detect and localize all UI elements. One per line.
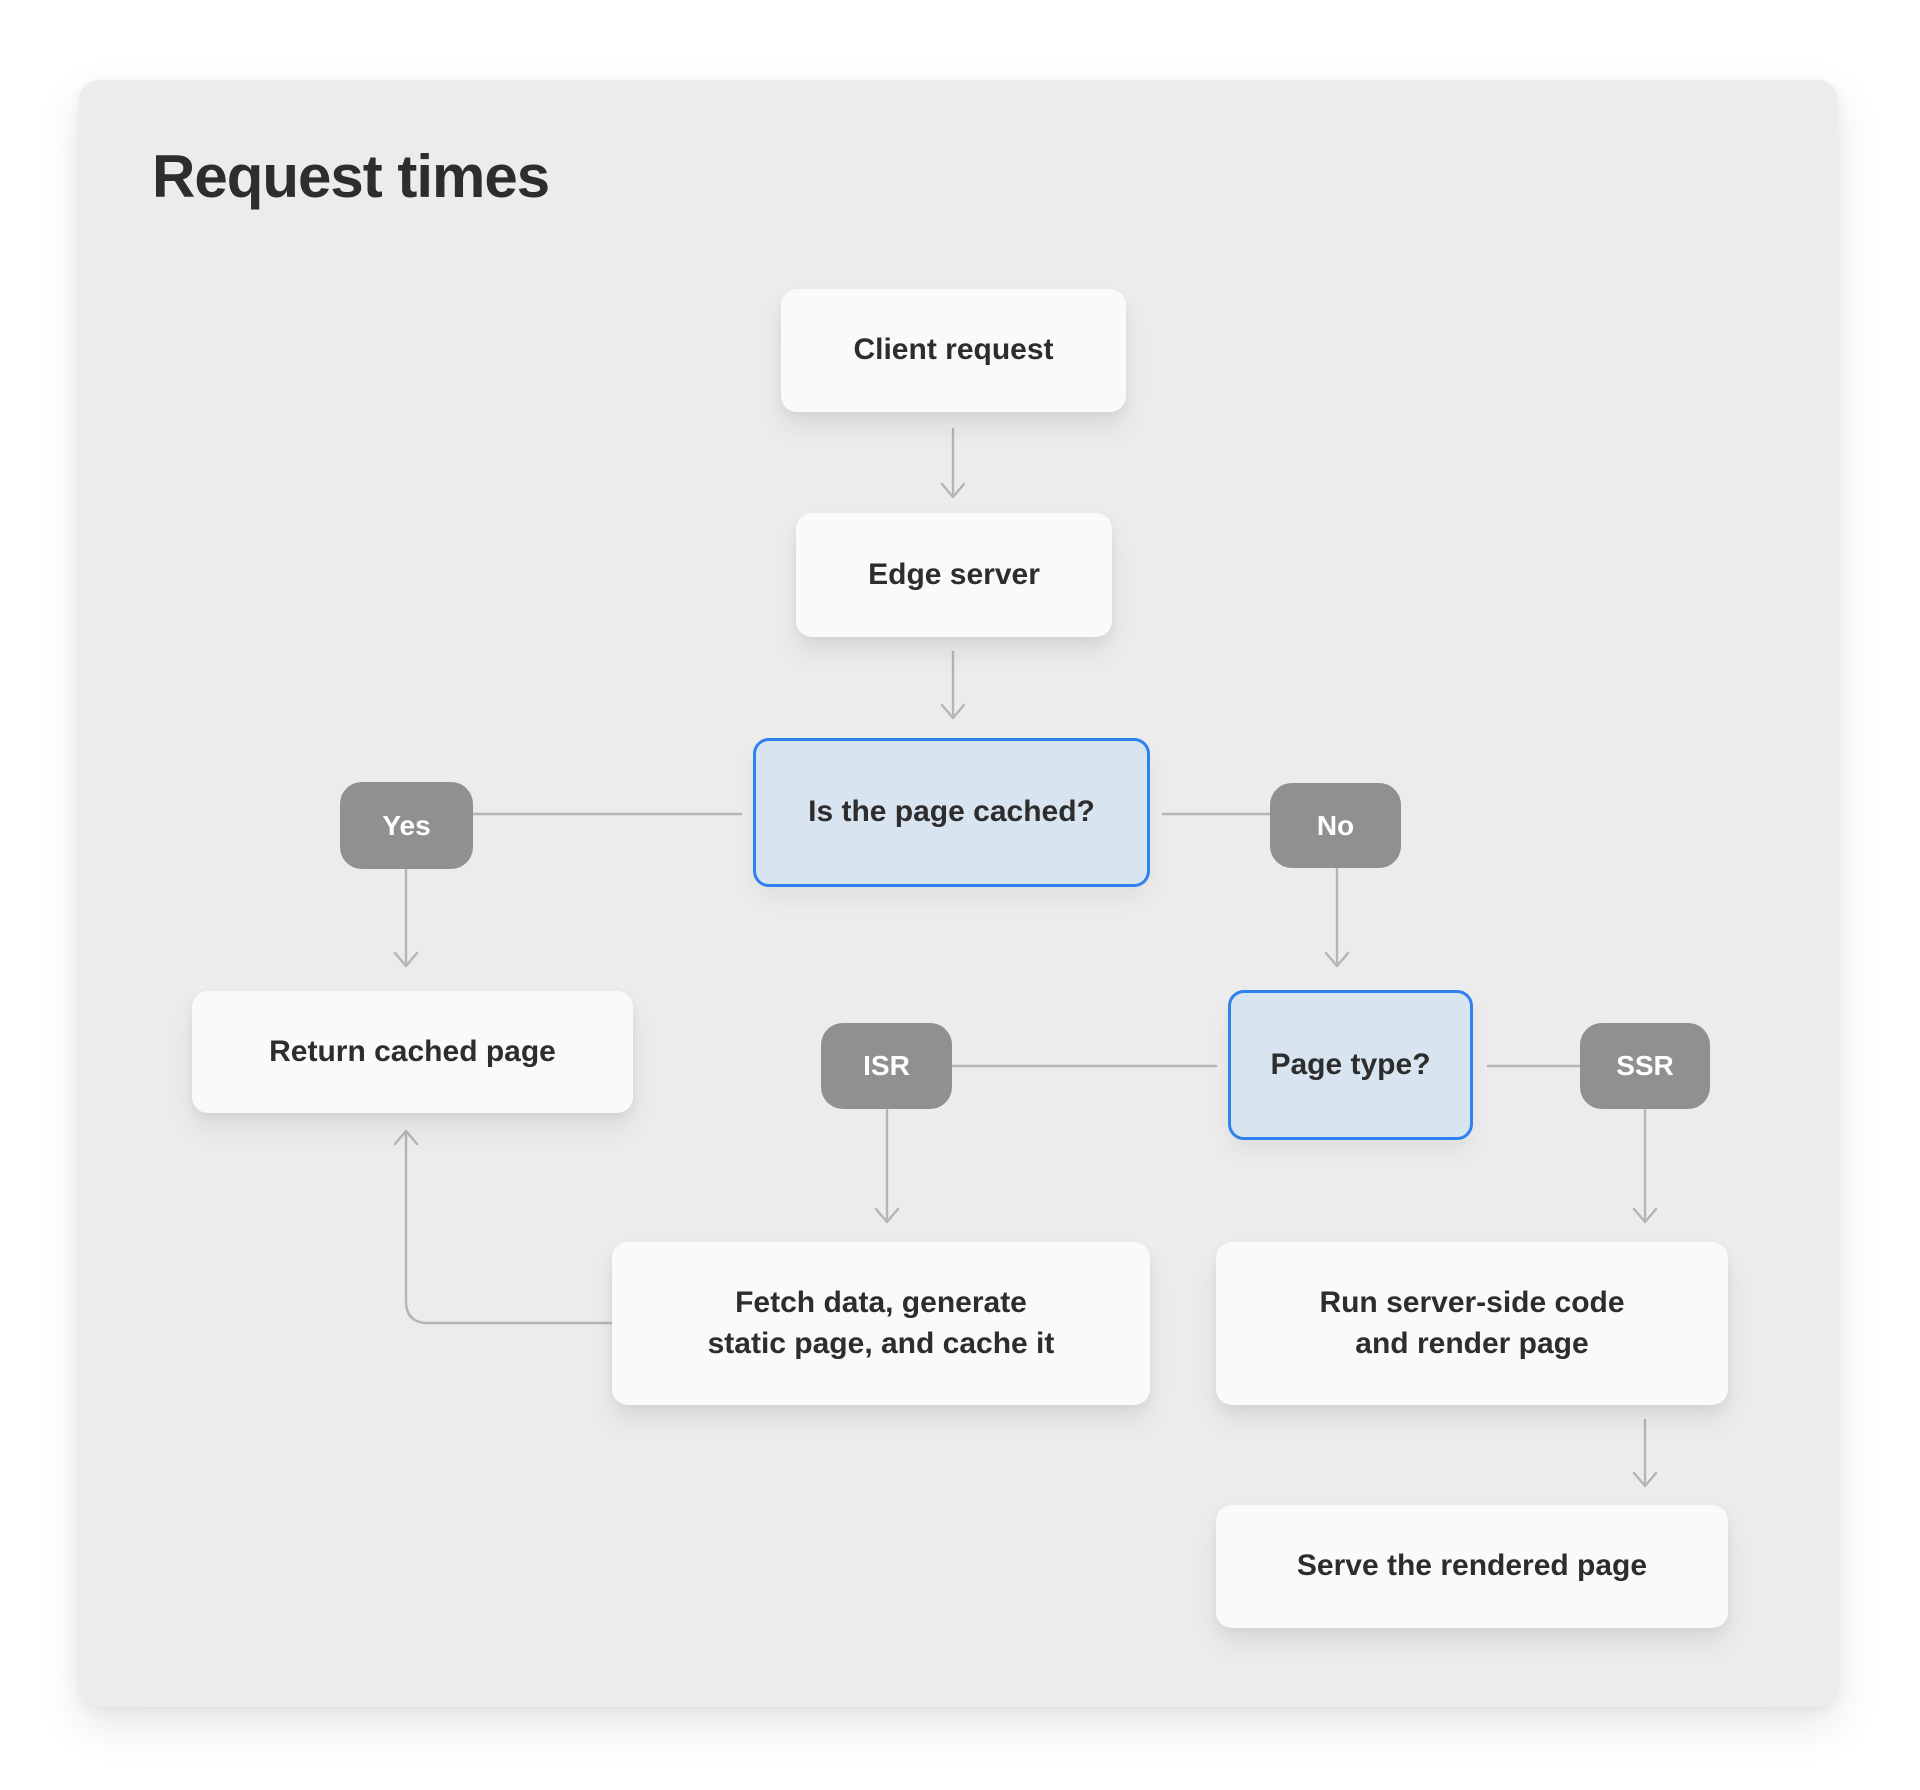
branch-label-no: No xyxy=(1270,783,1401,868)
node-return-cached-page-label: Return cached page xyxy=(269,1034,556,1068)
branch-label-ssr: SSR xyxy=(1580,1023,1710,1109)
node-is-page-cached: Is the page cached? xyxy=(753,738,1150,887)
node-run-server-line1: Run server-side code xyxy=(1319,1286,1625,1319)
node-client-request-label: Client request xyxy=(853,333,1054,367)
node-run-server-line2: and render page xyxy=(1355,1326,1589,1360)
node-is-page-cached-label: Is the page cached? xyxy=(808,795,1095,829)
branch-ssr-text: SSR xyxy=(1616,1050,1674,1082)
node-run-server-side-code: Run server-side code and render page xyxy=(1216,1242,1728,1405)
diagram-title: Request times xyxy=(152,143,550,210)
node-page-type: Page type? xyxy=(1228,990,1473,1140)
branch-yes-text: Yes xyxy=(382,809,431,841)
node-return-cached-page: Return cached page xyxy=(192,991,633,1113)
branch-label-yes: Yes xyxy=(340,782,473,869)
node-serve-rendered-page-label: Serve the rendered page xyxy=(1296,1549,1648,1583)
branch-isr-text: ISR xyxy=(863,1050,910,1082)
node-fetch-data-line1: Fetch data, generate xyxy=(735,1286,1027,1319)
branch-label-isr: ISR xyxy=(821,1023,952,1109)
node-page-type-label: Page type? xyxy=(1270,1047,1431,1081)
node-client-request: Client request xyxy=(781,289,1126,412)
node-fetch-data-line2: static page, and cache it xyxy=(707,1326,1055,1360)
branch-no-text: No xyxy=(1316,809,1355,841)
node-serve-rendered-page: Serve the rendered page xyxy=(1216,1505,1728,1628)
node-edge-server: Edge server xyxy=(796,513,1112,637)
node-edge-server-label: Edge server xyxy=(868,557,1040,591)
node-fetch-data-generate-static: Fetch data, generate static page, and ca… xyxy=(612,1242,1150,1405)
